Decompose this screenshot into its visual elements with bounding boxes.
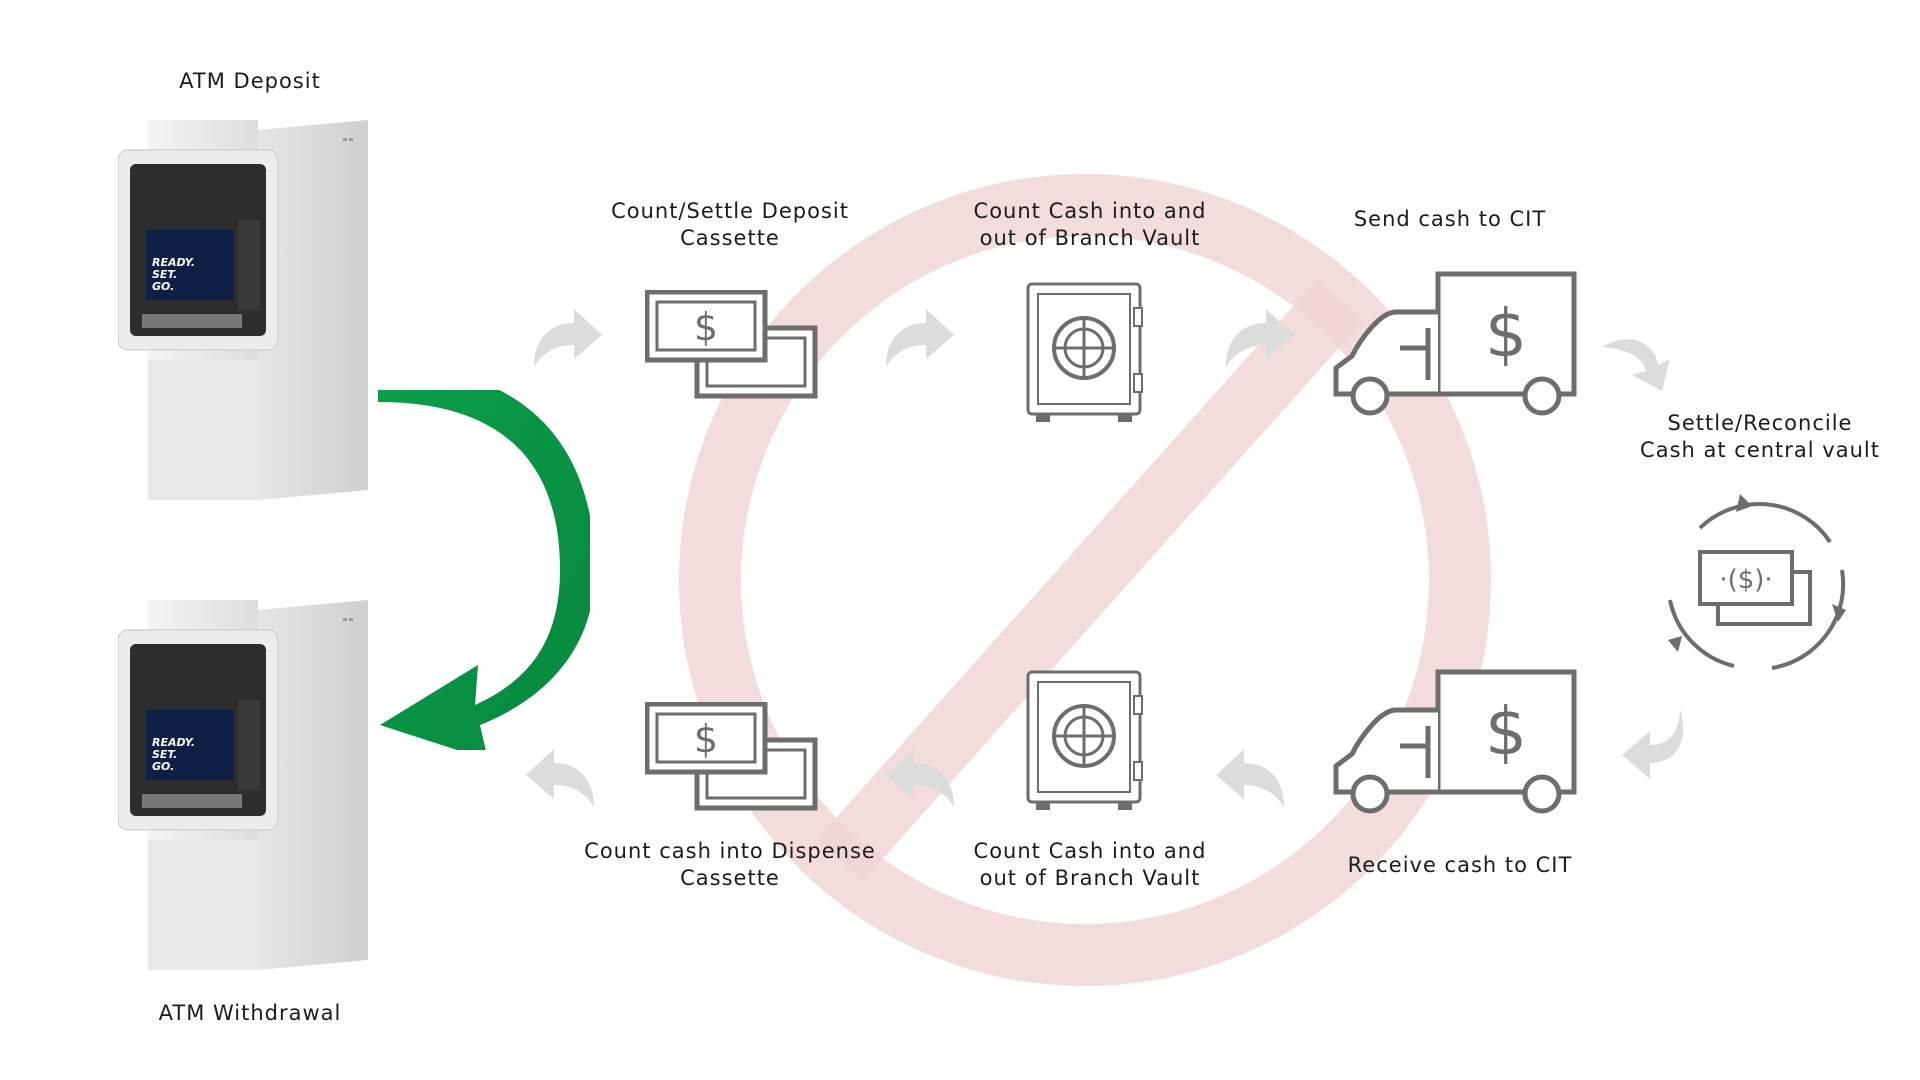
green-curved-arrow-icon <box>378 390 590 750</box>
flow-arrow-icon <box>526 749 594 807</box>
atm-withdrawal-screen-line-2: SET. <box>152 748 177 761</box>
atm-deposit-label: ATM Deposit <box>179 69 321 93</box>
flow-arrow-icon <box>886 749 954 807</box>
cash-bills-icon: $ <box>645 290 818 399</box>
step-bottom-3-label: Receive cash to CIT <box>1347 853 1573 877</box>
atm-withdrawal-machine: READY. SET. GO. <box>118 600 378 980</box>
step-bottom-1-label: Count cash into Dispense Cassette <box>584 839 876 890</box>
bill-dollar-symbol: $ <box>694 305 718 349</box>
cash-truck-icon: $ <box>1333 271 1577 416</box>
atm-deposit-screen-line-2: SET. <box>152 268 177 281</box>
cash-cycle-icon: ·($)· <box>1668 494 1846 670</box>
step-top-1-label: Count/Settle Deposit Cassette <box>611 199 849 250</box>
central-step-symbol: ·($)· <box>1719 565 1772 595</box>
atm-deposit-screen-line-1: READY. <box>152 256 195 269</box>
flow-arrow-icon <box>1602 339 1670 391</box>
step-bottom-2-label: Count Cash into and out of Branch Vault <box>973 839 1207 890</box>
truck-dollar-symbol: $ <box>1485 693 1527 770</box>
cash-truck-icon: $ <box>1333 669 1577 814</box>
cash-bills-icon: $ <box>645 702 818 811</box>
atm-deposit-machine: READY. SET. GO. <box>118 120 378 510</box>
flow-arrow-icon <box>1216 749 1284 807</box>
atm-deposit-screen-line-3: GO. <box>152 280 174 293</box>
atm-withdrawal-screen-line-1: READY. <box>152 736 195 749</box>
flow-arrow-icon <box>534 309 602 367</box>
flow-arrow-icon <box>886 309 954 367</box>
bill-dollar-symbol: $ <box>694 717 718 761</box>
flow-arrow-icon <box>1622 709 1684 779</box>
atm-withdrawal-label: ATM Withdrawal <box>158 1001 342 1025</box>
step-top-3-label: Send cash to CIT <box>1353 207 1547 231</box>
atm-withdrawal-screen-line-3: GO. <box>152 760 174 773</box>
flow-arrow-icon <box>1226 309 1294 367</box>
central-step-label: Settle/Reconcile Cash at central vault <box>1640 411 1880 462</box>
step-top-2-label: Count Cash into and out of Branch Vault <box>973 199 1207 250</box>
vault-safe-icon <box>1026 670 1143 810</box>
vault-safe-icon <box>1026 282 1143 422</box>
truck-dollar-symbol: $ <box>1485 295 1527 372</box>
